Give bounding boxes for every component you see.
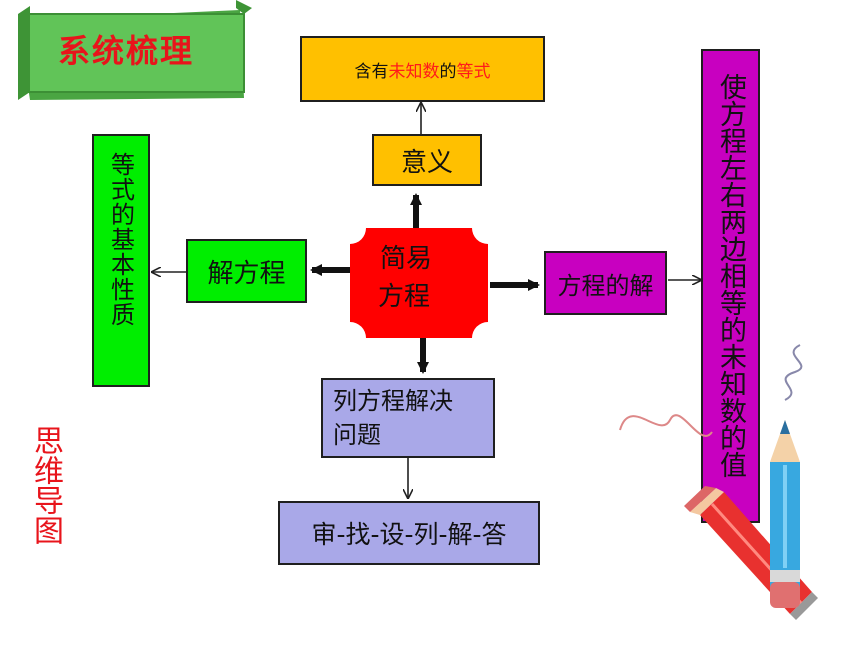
definition-part1: 含有	[354, 61, 389, 82]
meaning-box: 意义	[372, 134, 482, 186]
steps-label: 审-找-设-列-解-答	[311, 520, 507, 549]
word-problem-line1: 列方程解决	[333, 387, 453, 415]
definition-box: 含有未知数的等式	[300, 36, 545, 102]
meaning-label: 意义	[400, 147, 453, 178]
side-label-text: 思维导图	[28, 425, 63, 545]
definition-equation: 等式	[456, 61, 491, 82]
solve-box: 解方程	[186, 239, 307, 303]
center-line1: 简易	[380, 244, 433, 274]
solve-label: 解方程	[207, 258, 286, 289]
scribble-red	[619, 414, 713, 437]
properties-label: 等式的基本性质	[106, 152, 135, 327]
steps-box: 审-找-设-列-解-答	[278, 501, 540, 565]
word-problem-box: 列方程解决 问题	[321, 378, 495, 458]
solution-label: 方程的解	[557, 271, 654, 300]
solution-box: 方程的解	[544, 251, 667, 315]
properties-box: 等式的基本性质	[92, 134, 150, 387]
banner-title: 系统梳理	[58, 32, 195, 70]
solution-def-label: 使方程左右两边相等的未知数的值	[715, 73, 746, 478]
solution-def-box: 使方程左右两边相等的未知数的值	[701, 49, 760, 523]
blue-pencil-icon	[770, 420, 800, 608]
definition-unknown: 未知数	[388, 61, 440, 82]
center-node: 简易 方程	[370, 240, 470, 330]
definition-part3: 的	[439, 61, 457, 82]
scribble-blue	[784, 344, 803, 401]
center-line2: 方程	[378, 282, 431, 312]
side-label: 思维导图	[28, 425, 64, 553]
word-problem-line2: 问题	[333, 421, 381, 449]
